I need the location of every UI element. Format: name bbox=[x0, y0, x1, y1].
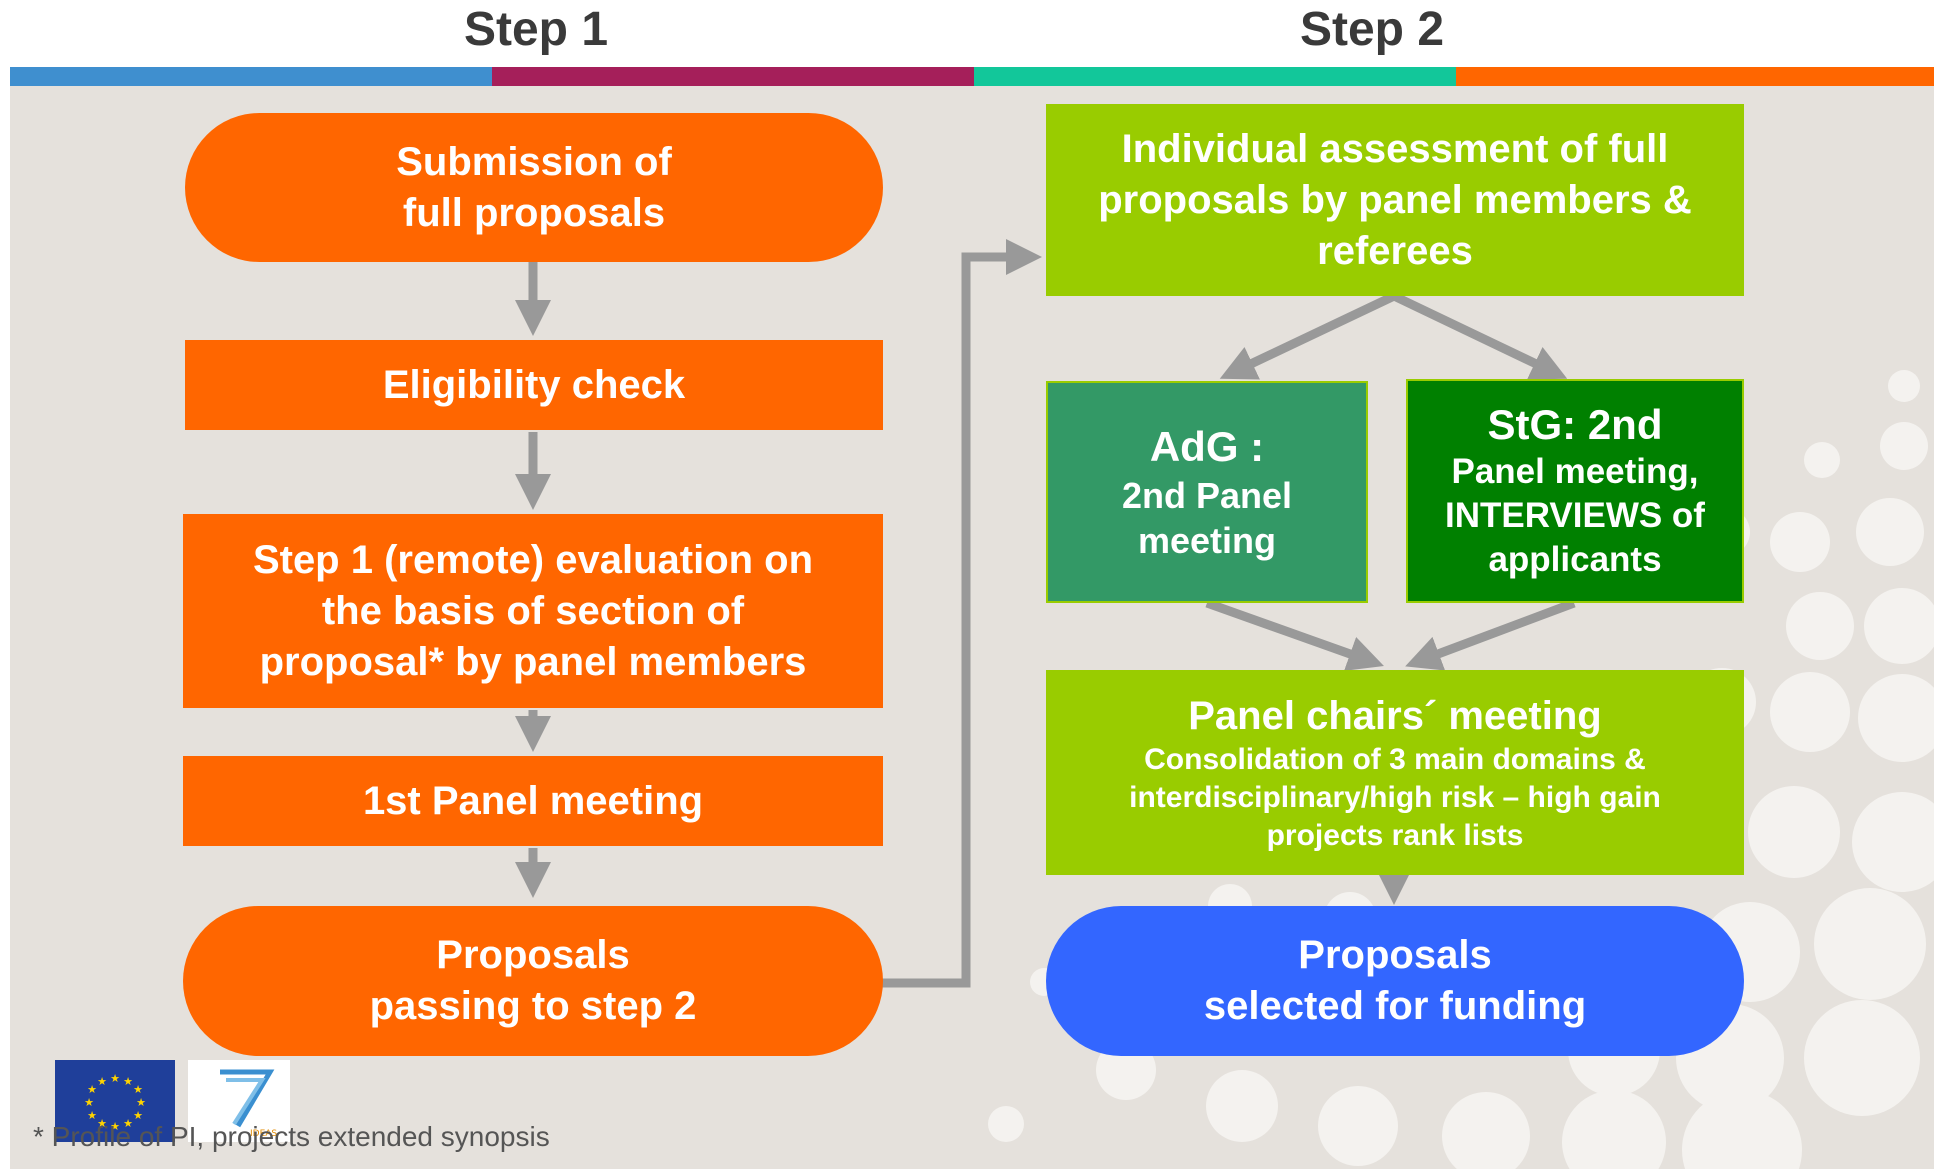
svg-text:★: ★ bbox=[133, 1109, 143, 1122]
passing-node: Proposals passing to step 2 bbox=[183, 906, 883, 1056]
individual-line-2: proposals by panel members & bbox=[1098, 177, 1692, 222]
step1-color-bar-purple bbox=[492, 67, 974, 86]
panel-chairs-node: Panel chairs´ meeting Consolidation of 3… bbox=[1046, 670, 1744, 875]
step2-color-bar-teal bbox=[974, 67, 1456, 86]
eligibility-label: Eligibility check bbox=[382, 362, 686, 407]
chairs-line-2: interdisciplinary/high risk – high gain bbox=[1129, 780, 1661, 814]
passing-line-2: passing to step 2 bbox=[369, 984, 697, 1028]
svg-text:★: ★ bbox=[84, 1096, 94, 1109]
remote-eval-line-2: the basis of section of bbox=[321, 588, 745, 633]
adg-line-1: 2nd Panel bbox=[1121, 475, 1293, 516]
svg-text:★: ★ bbox=[123, 1075, 133, 1088]
stg-node: StG: 2nd Panel meeting, INTERVIEWS of ap… bbox=[1406, 379, 1744, 603]
eligibility-node: Eligibility check bbox=[185, 340, 883, 430]
fp7-seven-icon: IDEAS bbox=[220, 1069, 277, 1139]
remote-eval-line-1: Step 1 (remote) evaluation on bbox=[252, 537, 814, 582]
submission-node: Submission of full proposals bbox=[185, 113, 883, 262]
svg-text:★: ★ bbox=[136, 1096, 146, 1109]
arrow-individual-to-adg bbox=[1219, 291, 1396, 380]
adg-line-2: meeting bbox=[1137, 520, 1277, 561]
svg-text:★: ★ bbox=[110, 1120, 120, 1133]
fp7-ideas-logo: IDEAS bbox=[188, 1060, 290, 1142]
individual-line-1: Individual assessment of full bbox=[1121, 126, 1669, 171]
fp7-text: IDEAS bbox=[250, 1129, 277, 1139]
adg-node: AdG : 2nd Panel meeting bbox=[1046, 381, 1368, 603]
stg-line-1: Panel meeting, bbox=[1451, 452, 1699, 491]
chairs-line-1: Consolidation of 3 main domains & bbox=[1144, 742, 1646, 776]
individual-assessment-node: Individual assessment of full proposals … bbox=[1046, 104, 1744, 296]
remote-eval-node: Step 1 (remote) evaluation on the basis … bbox=[183, 514, 883, 708]
step2-heading: Step 2 bbox=[1299, 3, 1445, 56]
arrow-adg-to-chairs bbox=[1205, 598, 1384, 671]
svg-text:★: ★ bbox=[97, 1075, 107, 1088]
passing-line-1: Proposals bbox=[436, 933, 630, 977]
stg-line-3: applicants bbox=[1488, 540, 1662, 579]
svg-text:★: ★ bbox=[123, 1117, 133, 1130]
selected-line-1: Proposals bbox=[1298, 933, 1492, 977]
svg-text:★: ★ bbox=[133, 1083, 143, 1096]
eu-stars-icon: ★★★ ★★★ ★★★ ★★★ bbox=[84, 1072, 146, 1133]
submission-line-1: Submission of bbox=[396, 139, 672, 184]
eu-flag-icon: ★★★ ★★★ ★★★ ★★★ bbox=[55, 1060, 175, 1142]
selected-node: Proposals selected for funding bbox=[1046, 906, 1744, 1056]
individual-line-3: referees bbox=[1317, 228, 1473, 273]
svg-text:★: ★ bbox=[87, 1083, 97, 1096]
stg-line-2: INTERVIEWS of bbox=[1445, 496, 1705, 535]
step1-color-bar-blue bbox=[10, 67, 492, 86]
adg-title: AdG : bbox=[1149, 423, 1265, 470]
arrow-individual-to-stg bbox=[1392, 291, 1568, 380]
svg-text:★: ★ bbox=[110, 1072, 120, 1085]
selected-line-2: selected for funding bbox=[1203, 984, 1587, 1028]
submission-line-2: full proposals bbox=[402, 190, 666, 235]
remote-eval-line-3: proposal* by panel members bbox=[259, 639, 807, 684]
arrow-stg-to-chairs bbox=[1405, 598, 1576, 671]
step2-color-bar-orange bbox=[1456, 67, 1934, 86]
step1-heading: Step 1 bbox=[463, 3, 609, 56]
stg-title: StG: 2nd bbox=[1487, 401, 1663, 448]
chairs-title: Panel chairs´ meeting bbox=[1188, 693, 1602, 738]
arrow-passing-to-individual bbox=[882, 239, 1042, 988]
footnote: * Profile of PI, projects extended synop… bbox=[33, 1121, 550, 1152]
first-panel-node: 1st Panel meeting bbox=[183, 756, 883, 846]
chairs-line-3: projects rank lists bbox=[1266, 818, 1524, 852]
svg-text:★: ★ bbox=[97, 1117, 107, 1130]
svg-text:★: ★ bbox=[87, 1109, 97, 1122]
first-panel-label: 1st Panel meeting bbox=[362, 778, 704, 823]
